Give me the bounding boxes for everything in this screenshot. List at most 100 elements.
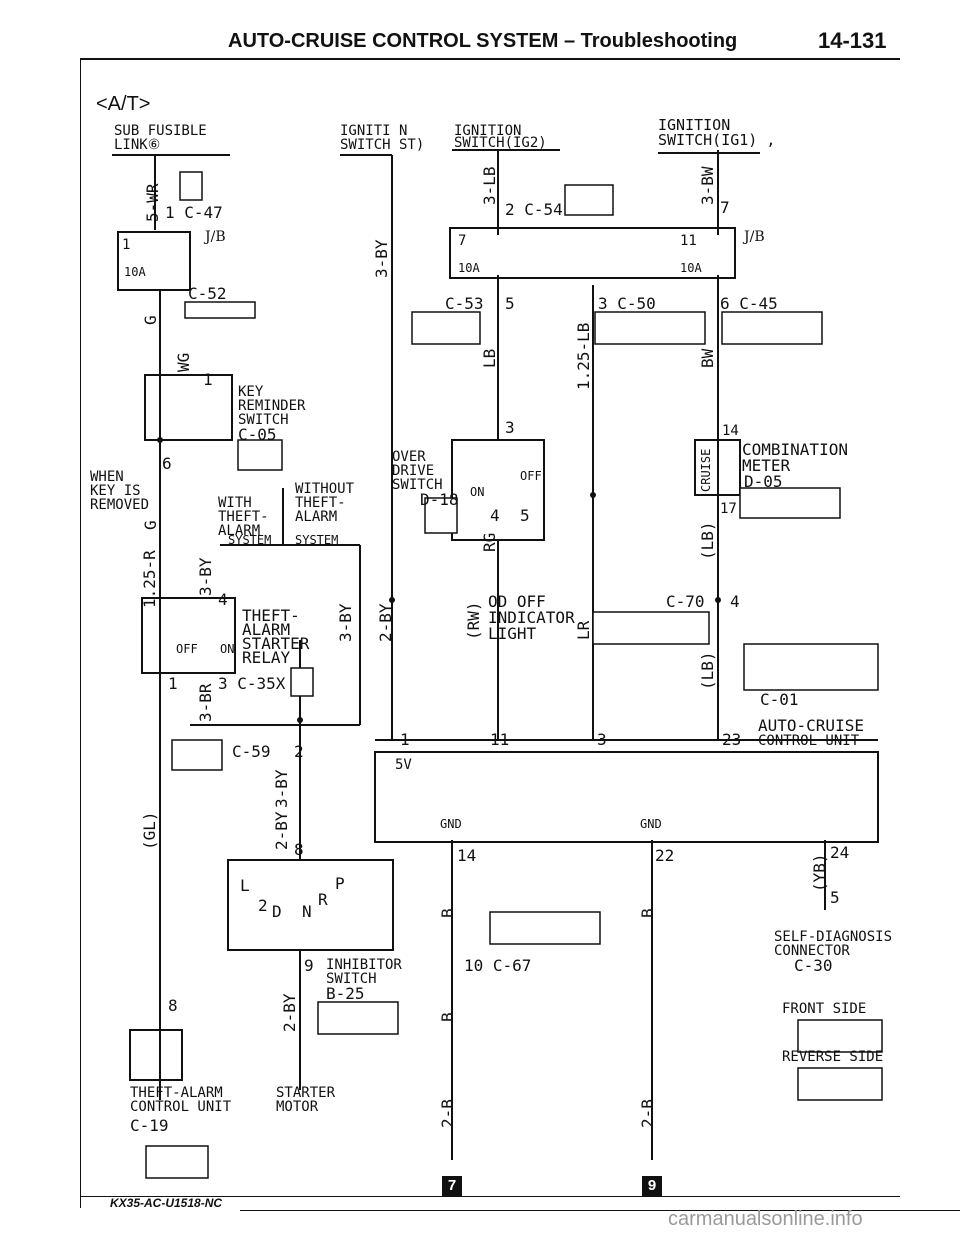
connector-c35x-label: 3 C-35X — [218, 674, 286, 693]
connector-c53-label: C-53 — [445, 294, 484, 313]
when-label-1: WHEN — [90, 469, 124, 485]
pin-8-label-a: 8 — [294, 840, 304, 859]
gear-p: P — [335, 874, 345, 893]
variant-label: <A/T> — [96, 93, 151, 115]
connector-c45-label: 6 C-45 — [720, 294, 778, 313]
connector-c50-label: 3 C-50 — [598, 294, 656, 313]
inhibitor-label-1: INHIBITOR — [326, 957, 402, 973]
starter-motor-label-1: STARTER — [276, 1085, 336, 1101]
wire-lr: LR — [574, 620, 593, 640]
5v-label: 5V — [395, 757, 412, 773]
without-theft-label-2: THEFT- — [295, 495, 346, 511]
footer-rule-left — [80, 1196, 900, 1197]
pin-5b-label: 5 — [520, 506, 530, 525]
wire-b-2: B — [638, 908, 657, 918]
gnd-label-2: GND — [640, 817, 662, 831]
ignition-ig1-switch-label: SWITCH(IG1) , — [658, 131, 776, 149]
theft-control-unit-label-2: CONTROL UNIT — [130, 1099, 232, 1115]
wire-3-bw: 3-BW — [698, 166, 717, 205]
fuse-10a-label-2: 10A — [458, 261, 480, 275]
jb-right-label: J/B — [744, 229, 765, 245]
pin-1b-label: 1 — [203, 370, 213, 389]
overdrive-connector: D-18 — [420, 490, 459, 509]
jb-left-label: J/B — [205, 229, 226, 245]
inhibitor-label-2: SWITCH — [326, 971, 377, 987]
self-diagnosis-connector: C-30 — [794, 956, 833, 975]
gear-d: D — [272, 902, 282, 921]
pin-14-label: 14 — [457, 846, 477, 865]
key-reminder-label-2: REMINDER — [238, 398, 306, 414]
when-label-3: REMOVED — [90, 497, 150, 513]
ignition-ig1-label: IGNITION — [658, 116, 731, 134]
key-reminder-connector: C-05 — [238, 425, 277, 444]
wire-5-wr: 5-WR — [143, 183, 162, 222]
connector-c01-label: C-01 — [760, 690, 799, 709]
fuse-1-label: 1 — [122, 237, 131, 253]
pin-4-label: 4 — [490, 506, 500, 525]
pin-6-label: 6 — [162, 454, 172, 473]
wire-2-by-inhibitor: 2-BY — [280, 993, 299, 1032]
wire-3-by-mid: 3-BY — [196, 557, 215, 596]
overdrive-label-3: SWITCH — [392, 477, 443, 493]
wire-3-by-top: 3-BY — [372, 239, 391, 278]
header-rule — [80, 58, 900, 60]
wire-1-25-lb: 1.25-LB — [574, 322, 593, 390]
self-diagnosis-label-2: CONNECTOR — [774, 943, 850, 959]
left-margin-rule — [80, 60, 81, 1208]
pin-23-label: 23 — [722, 730, 742, 749]
relay-on-label: ON — [220, 642, 235, 656]
document-code: KX35-AC-U1518-NC — [110, 1196, 223, 1210]
wire-rg: RG — [480, 532, 499, 552]
wire-2-b-2: 2-B — [638, 1099, 657, 1128]
connector-c35x-pin4: 4 — [218, 590, 228, 609]
wire-gl: (GL) — [140, 811, 159, 850]
self-diagnosis-label-1: SELF-DIAGNOSIS — [774, 929, 893, 945]
wire-3-by-relay: 3-BY — [336, 603, 355, 642]
gear-r: R — [318, 890, 328, 909]
connector-c52-label: C-52 — [188, 284, 227, 303]
od-indicator-label-1: OD OFF — [488, 592, 546, 611]
wire-bw: BW — [698, 348, 717, 368]
fuse-10a-label-1: 10A — [124, 265, 146, 279]
od-indicator-label-2: INDICATOR — [488, 608, 575, 627]
overdrive-off: OFF — [520, 469, 542, 483]
combination-meter-connector: D-05 — [744, 472, 783, 491]
pin-1-label: 1 — [400, 730, 410, 749]
ground-reference-7: 7 — [442, 1176, 462, 1196]
sub-fusible-link-label: LINK⑥ — [114, 137, 161, 153]
wire-1-25-r: 1.25-R — [140, 550, 159, 608]
wire-lb: LB — [480, 348, 499, 368]
pin-24-label: 24 — [830, 843, 850, 862]
front-side-label: FRONT SIDE — [782, 1001, 867, 1017]
wire-b-3: B — [438, 1012, 457, 1022]
fuse-10a-label-3: 10A — [680, 261, 702, 275]
wire-2-by-mid: 2-BY — [376, 603, 395, 642]
od-indicator-label-3: LIGHT — [488, 624, 537, 643]
wire-3-by-c59: 3-BY — [272, 769, 291, 808]
theft-control-unit-label-1: THEFT-ALARM — [130, 1085, 223, 1101]
when-label-2: KEY IS — [90, 483, 141, 499]
connector-c54-label: 2 C-54 — [505, 200, 563, 219]
without-theft-label-1: WITHOUT — [295, 481, 355, 497]
theft-relay-label-1: THEFT- — [242, 606, 300, 625]
pin-8-label-b: 8 — [168, 996, 178, 1015]
wire-g-top: G — [141, 315, 160, 325]
pin-3b-label: 3 — [505, 418, 515, 437]
page-title: AUTO-CRUISE CONTROL SYSTEM – Troubleshoo… — [228, 30, 738, 52]
ignition-st-label: IGNITI N — [340, 123, 408, 139]
connector-c59-label: C-59 — [232, 742, 271, 761]
ignition-ig2-label: IGNITION — [454, 123, 522, 139]
wire-2-b-1: 2-B — [438, 1099, 457, 1128]
wire-3-lb: 3-LB — [480, 166, 499, 205]
pin-7-label: 7 — [720, 198, 730, 217]
overdrive-label-1: OVER — [392, 449, 426, 465]
fuse-7-label: 7 — [458, 233, 467, 249]
pin-22-label: 22 — [655, 846, 675, 865]
auto-cruise-label-1: AUTO-CRUISE — [758, 716, 864, 735]
theft-relay-label-4: RELAY — [242, 648, 291, 667]
theft-relay-label-3: STARTER — [242, 634, 310, 653]
gear-n: N — [302, 902, 312, 921]
gear-l: L — [240, 876, 250, 895]
without-theft-label-4: SYSTEM — [295, 533, 339, 547]
